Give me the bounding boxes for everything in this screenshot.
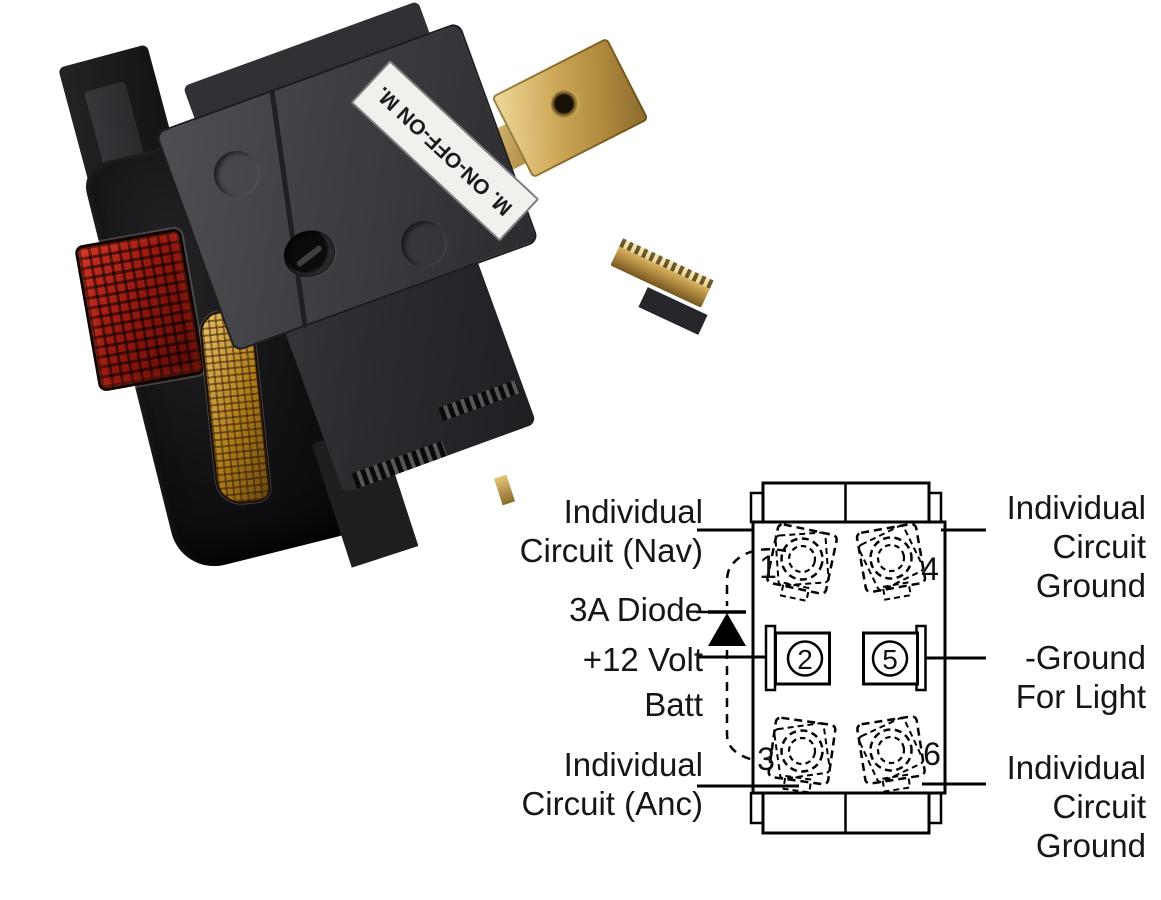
label-line: Circuit (Anc) [521, 785, 703, 822]
switch-body-outline [749, 481, 947, 835]
housing-dimple [395, 215, 454, 274]
label-line: For Light [1015, 678, 1146, 715]
label-line: Ground [1035, 827, 1146, 864]
housing-dimple [207, 144, 266, 203]
terminal-number-6: 6 [923, 736, 941, 772]
label-12-volt-batt: +12 Volt Batt [443, 637, 703, 727]
label-line: Ground [1035, 567, 1146, 604]
terminal-number-4: 4 [921, 551, 939, 587]
housing-screw [277, 223, 342, 285]
label-line: +12 Volt [582, 641, 703, 678]
terminal-1 [766, 523, 838, 603]
housing-teeth [438, 379, 521, 422]
terminal-6 [856, 715, 926, 793]
housing-teeth [351, 440, 448, 489]
terminal-5 [862, 624, 927, 692]
label-line: Individual [563, 746, 703, 783]
terminal-number-1: 1 [759, 549, 777, 585]
leader-lines [696, 528, 986, 788]
terminal-numbers: 1 2 3 4 5 6 [757, 549, 941, 777]
label-line: Circuit [1052, 528, 1146, 565]
label-individual-circuit-ground-bottom: Individual Circuit Ground [988, 748, 1146, 865]
label-individual-circuit-ground-top: Individual Circuit Ground [988, 488, 1146, 605]
label-line: Circuit (Nav) [519, 532, 703, 569]
terminal-number-5: 5 [882, 644, 898, 675]
housing-seam [269, 90, 308, 329]
terminal-hole [545, 84, 587, 125]
terminal-3 [767, 716, 837, 794]
label-individual-circuit-anc: Individual Circuit (Anc) [443, 745, 703, 823]
label-line: Individual [1006, 489, 1146, 526]
label-individual-circuit-nav: Individual Circuit (Nav) [443, 492, 703, 570]
label-line: -Ground [1024, 639, 1146, 676]
label-line: Individual [563, 493, 703, 530]
label-line: Circuit [1052, 788, 1146, 825]
label-line: 3A Diode [569, 591, 703, 628]
terminal-4 [855, 522, 927, 601]
label-line: Individual [1006, 749, 1146, 786]
terminal-number-2: 2 [797, 644, 813, 675]
label-3a-diode: 3A Diode [443, 590, 703, 629]
label-line: Batt [644, 686, 703, 723]
diode-jumper-wire [708, 548, 787, 762]
label-ground-for-light: -Ground For Light [988, 638, 1146, 716]
wiring-diagram: 1 2 3 4 5 6 [696, 481, 986, 835]
diode-symbol [708, 613, 746, 646]
terminal-number-3: 3 [757, 741, 775, 777]
